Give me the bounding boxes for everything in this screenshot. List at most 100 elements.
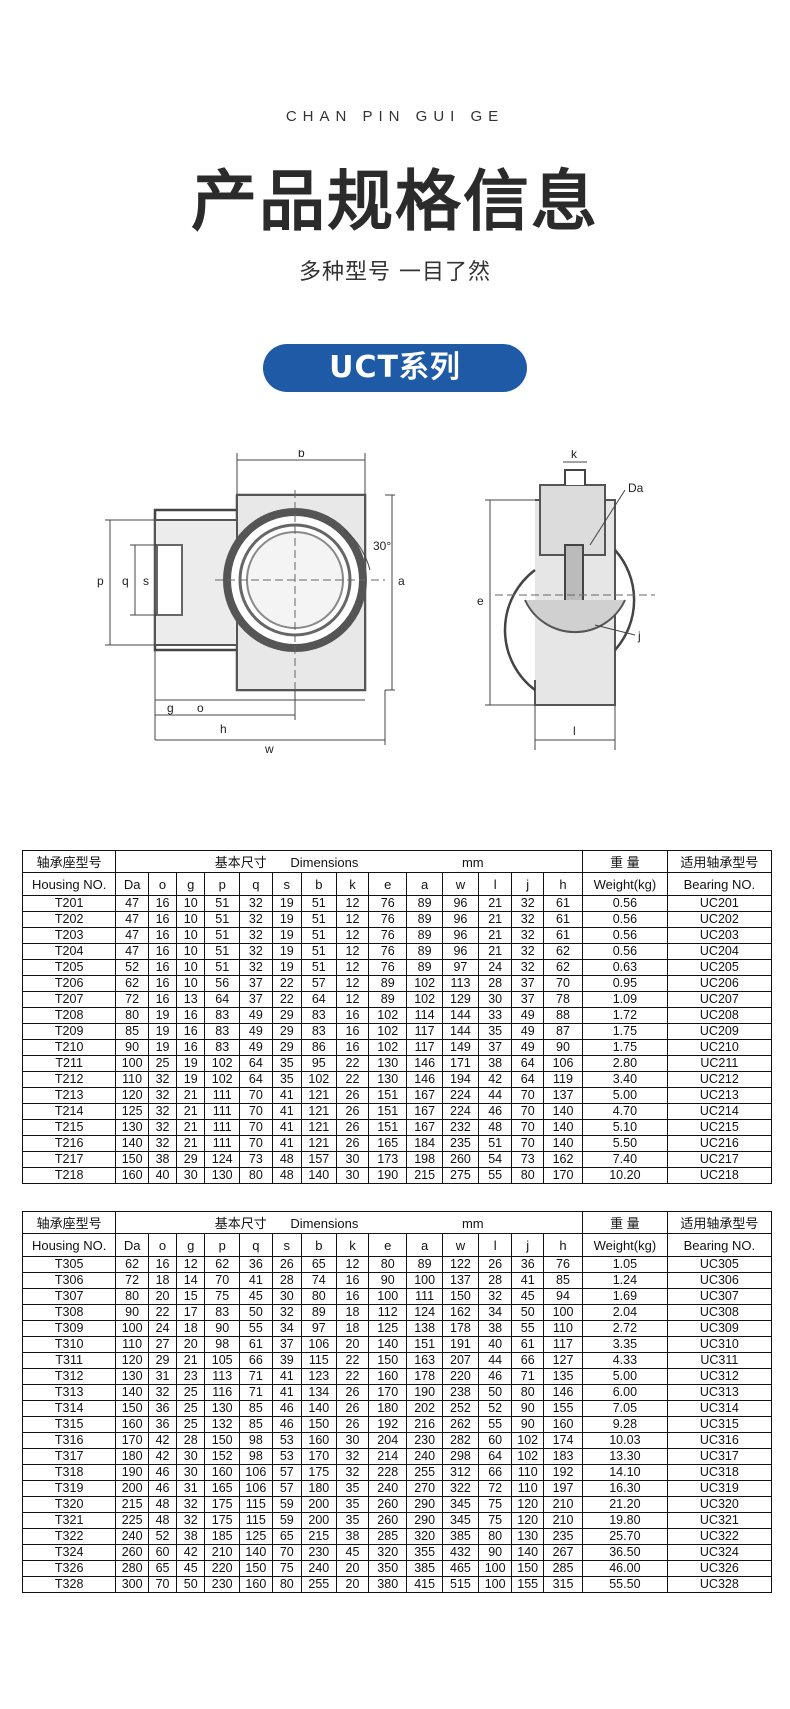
dimension-cell: 132	[204, 1416, 241, 1433]
dimension-cell: 111	[204, 1135, 241, 1152]
dimension-cell: 167	[406, 1087, 444, 1104]
dimension-cell: 160	[368, 1368, 408, 1385]
dimension-cell: 47	[115, 911, 149, 928]
housing-number-cell: T317	[21, 1448, 117, 1465]
dimension-cell: 252	[442, 1400, 479, 1417]
dimension-cell: 173	[368, 1151, 408, 1168]
col-header: l	[477, 1233, 513, 1257]
weight-cell: 13.30	[582, 1448, 668, 1465]
dimension-cell: 282	[442, 1432, 479, 1449]
col-header: q	[239, 872, 273, 896]
housing-number-cell: T309	[21, 1320, 117, 1337]
dimension-cell: 100	[406, 1272, 444, 1289]
dimension-cell: 100	[477, 1560, 513, 1577]
dimension-cell: 62	[542, 943, 584, 960]
dimension-cell: 157	[300, 1151, 337, 1168]
dimension-cell: 415	[406, 1576, 444, 1593]
dimension-cell: 41	[511, 1272, 544, 1289]
dimension-cell: 32	[335, 1464, 370, 1481]
dimension-cell: 160	[300, 1432, 337, 1449]
col-header: j	[511, 872, 544, 896]
dimension-cell: 19	[271, 895, 302, 912]
dimension-cell: 465	[442, 1560, 479, 1577]
label-angle: 30°	[373, 539, 391, 553]
bearing-number-cell: UC308	[666, 1304, 773, 1321]
dimension-cell: 260	[368, 1512, 408, 1529]
dimension-cell: 105	[204, 1352, 241, 1369]
header-housing-en: Housing NO.	[21, 872, 117, 896]
label-w: w	[264, 742, 274, 756]
housing-number-cell: T204	[21, 943, 117, 960]
dimension-cell: 86	[300, 1039, 337, 1056]
dimension-cell: 22	[335, 1352, 370, 1369]
bearing-number-cell: UC212	[666, 1071, 773, 1088]
dimension-cell: 163	[406, 1352, 444, 1369]
dimension-cell: 120	[511, 1496, 544, 1513]
col-header: j	[511, 1233, 544, 1257]
dimension-cell: 57	[271, 1464, 302, 1481]
weight-cell: 5.00	[582, 1368, 668, 1385]
dimension-cell: 130	[511, 1528, 544, 1545]
dimension-cell: 12	[335, 927, 370, 944]
dimension-cell: 16	[176, 1007, 206, 1024]
dimension-cell: 122	[442, 1256, 479, 1273]
header-dims-en: Dimensions	[290, 855, 359, 870]
header-dims-cn: 基本尺寸	[214, 1216, 267, 1231]
dimension-cell: 87	[542, 1023, 584, 1040]
dimension-cell: 96	[442, 943, 479, 960]
dimension-cell: 90	[511, 1400, 544, 1417]
dimension-cell: 80	[477, 1528, 513, 1545]
dimension-cell: 115	[239, 1496, 273, 1513]
bearing-number-cell: UC326	[666, 1560, 773, 1577]
dimension-cell: 32	[147, 1119, 178, 1136]
dimension-cell: 10	[176, 943, 206, 960]
weight-cell: 14.10	[582, 1464, 668, 1481]
bearing-number-cell: UC305	[666, 1256, 773, 1273]
housing-number-cell: T328	[21, 1576, 117, 1593]
dimension-cell: 385	[442, 1528, 479, 1545]
dimension-cell: 18	[176, 1320, 206, 1337]
dimension-cell: 167	[406, 1119, 444, 1136]
col-header: w	[442, 1233, 479, 1257]
dimension-cell: 85	[115, 1023, 149, 1040]
dimension-cell: 55	[511, 1320, 544, 1337]
dimension-cell: 16	[147, 943, 178, 960]
dimension-cell: 170	[542, 1167, 584, 1184]
dimension-cell: 59	[271, 1496, 302, 1513]
housing-number-cell: T214	[21, 1103, 117, 1120]
dimension-cell: 44	[477, 1352, 513, 1369]
dimension-cell: 32	[511, 943, 544, 960]
dimension-cell: 61	[511, 1336, 544, 1353]
bearing-number-cell: UC202	[666, 911, 773, 928]
col-header: g	[176, 1233, 206, 1257]
dimension-cell: 160	[239, 1576, 273, 1593]
dimension-cell: 190	[115, 1464, 149, 1481]
dimension-cell: 32	[239, 959, 273, 976]
col-header: o	[147, 872, 178, 896]
dimension-cell: 35	[335, 1480, 370, 1497]
dimension-cell: 315	[542, 1576, 584, 1593]
dimension-cell: 320	[406, 1528, 444, 1545]
dimension-cell: 110	[115, 1071, 149, 1088]
dimension-cell: 70	[204, 1272, 241, 1289]
col-header: a	[406, 1233, 444, 1257]
dimension-cell: 232	[442, 1119, 479, 1136]
dimension-cell: 70	[511, 1087, 544, 1104]
dimension-cell: 37	[511, 991, 544, 1008]
bearing-number-cell: UC216	[666, 1135, 773, 1152]
dimension-cell: 290	[406, 1512, 444, 1529]
dimension-cell: 230	[300, 1544, 337, 1561]
dimension-cell: 230	[406, 1432, 444, 1449]
dimension-cell: 102	[300, 1071, 337, 1088]
dimension-cell: 120	[115, 1352, 149, 1369]
spec-table-t200: 轴承座型号 基本尺寸 Dimensions mm 重 量 适用轴承型号 Hous…	[21, 850, 773, 1184]
dimension-cell: 121	[300, 1119, 337, 1136]
dimension-cell: 19	[176, 1055, 206, 1072]
dimension-cell: 124	[406, 1304, 444, 1321]
dimension-cell: 320	[368, 1544, 408, 1561]
dimension-cell: 65	[271, 1528, 302, 1545]
